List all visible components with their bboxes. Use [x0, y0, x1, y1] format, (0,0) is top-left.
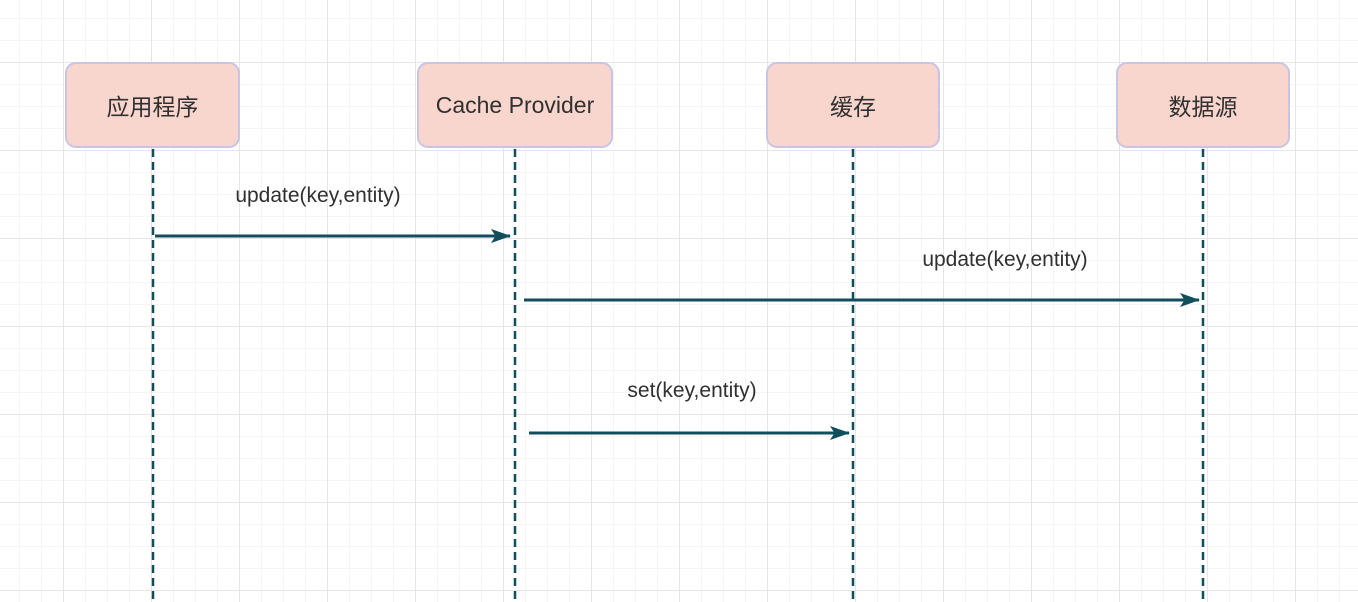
actor-application[interactable]: 应用程序: [65, 62, 240, 148]
message-label-update-to-datasource[interactable]: update(key,entity): [922, 248, 1088, 271]
actor-cache-label: 缓存: [830, 94, 876, 120]
message-label-update-to-provider[interactable]: update(key,entity): [235, 184, 401, 207]
actor-cache-provider-label: Cache Provider: [435, 91, 595, 118]
actor-cache[interactable]: 缓存: [766, 62, 940, 148]
actor-application-label: 应用程序: [106, 94, 199, 120]
message-label-set-to-cache[interactable]: set(key,entity): [627, 379, 757, 402]
actor-data-source[interactable]: 数据源: [1116, 62, 1290, 148]
actor-cache-provider[interactable]: Cache Provider: [417, 62, 613, 148]
actor-data-source-label: 数据源: [1168, 94, 1238, 120]
